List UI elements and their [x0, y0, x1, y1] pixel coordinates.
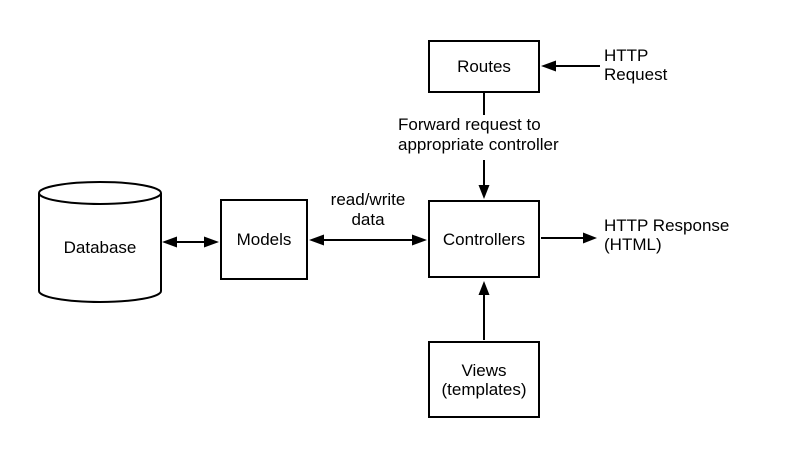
arrow-controllers-to-response [541, 232, 597, 244]
forward-request-label: Forward request to appropriate controlle… [395, 115, 562, 155]
arrow-database-models [162, 236, 219, 248]
database-cylinder-shape [38, 181, 162, 303]
arrow-http-request-to-routes [541, 60, 600, 72]
arrow-routes-to-controllers [478, 93, 490, 199]
controllers-node: Controllers [428, 200, 540, 278]
models-node: Models [220, 199, 308, 280]
routes-node: Routes [428, 40, 540, 93]
http-request-label: HTTP Request [604, 46, 668, 84]
arrow-views-to-controllers [478, 281, 490, 340]
http-response-label: HTTP Response (HTML) [604, 216, 730, 254]
arrow-models-controllers [309, 234, 427, 246]
database-node-label: Database [63, 238, 137, 257]
views-node: Views (templates) [428, 341, 540, 418]
read-write-data-label: read/write data [318, 190, 418, 230]
